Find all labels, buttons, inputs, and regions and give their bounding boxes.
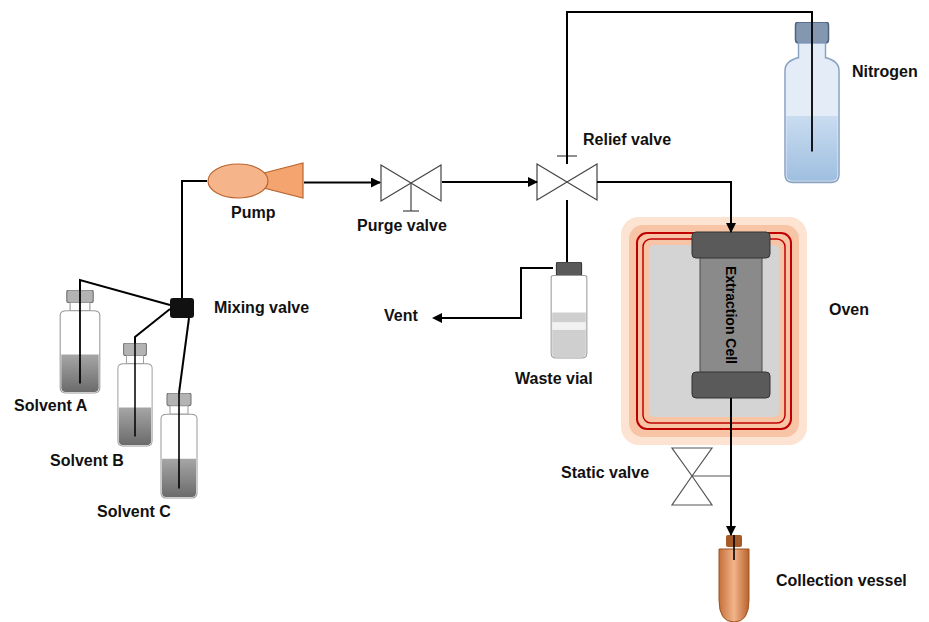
solvent-bottle: Solvent C (159, 393, 199, 499)
flow-line (597, 182, 731, 232)
flow-line (567, 12, 812, 164)
static-valve: Static valve (672, 448, 712, 506)
extraction-cell: Extraction Cell (692, 232, 770, 398)
part-label: Solvent B (50, 452, 124, 470)
vent-label: Vent (384, 307, 418, 325)
flow-line (304, 182, 380, 184)
flow-line (80, 280, 170, 305)
part-label: Relief valve (583, 131, 671, 149)
flow-line (135, 309, 170, 343)
oven: OvenExtraction Cell (621, 217, 807, 445)
part-label: Oven (829, 301, 869, 319)
part-label: Purge valve (357, 217, 447, 235)
part-label: Mixing valve (214, 299, 309, 317)
cell-label: Extraction Cell (723, 266, 739, 364)
nitrogen-bottle: Nitrogen (782, 22, 842, 184)
part-label: Waste vial (515, 370, 593, 388)
part-label: Collection vessel (776, 572, 907, 590)
waste-vial: Waste vial (548, 262, 590, 359)
flow-line (182, 181, 207, 298)
part-label: Nitrogen (852, 63, 918, 81)
relief-valve: Relief valve (537, 164, 597, 200)
pump: Pump (207, 163, 304, 199)
flow-line (566, 200, 568, 262)
part-label: Static valve (561, 464, 649, 482)
part-label: Pump (231, 204, 275, 222)
flow-line (730, 398, 732, 535)
flow-line (442, 181, 537, 183)
solvent-bottle: Solvent B (116, 343, 154, 447)
part-label: Solvent C (97, 503, 171, 521)
purge-valve: Purge valve (380, 164, 442, 201)
flow-line (179, 318, 189, 393)
collection-vessel: Collection vessel (717, 535, 751, 622)
part-label: Solvent A (14, 397, 87, 415)
solvent-bottle: Solvent A (58, 290, 102, 394)
mixing-valve: Mixing valve (170, 298, 194, 318)
